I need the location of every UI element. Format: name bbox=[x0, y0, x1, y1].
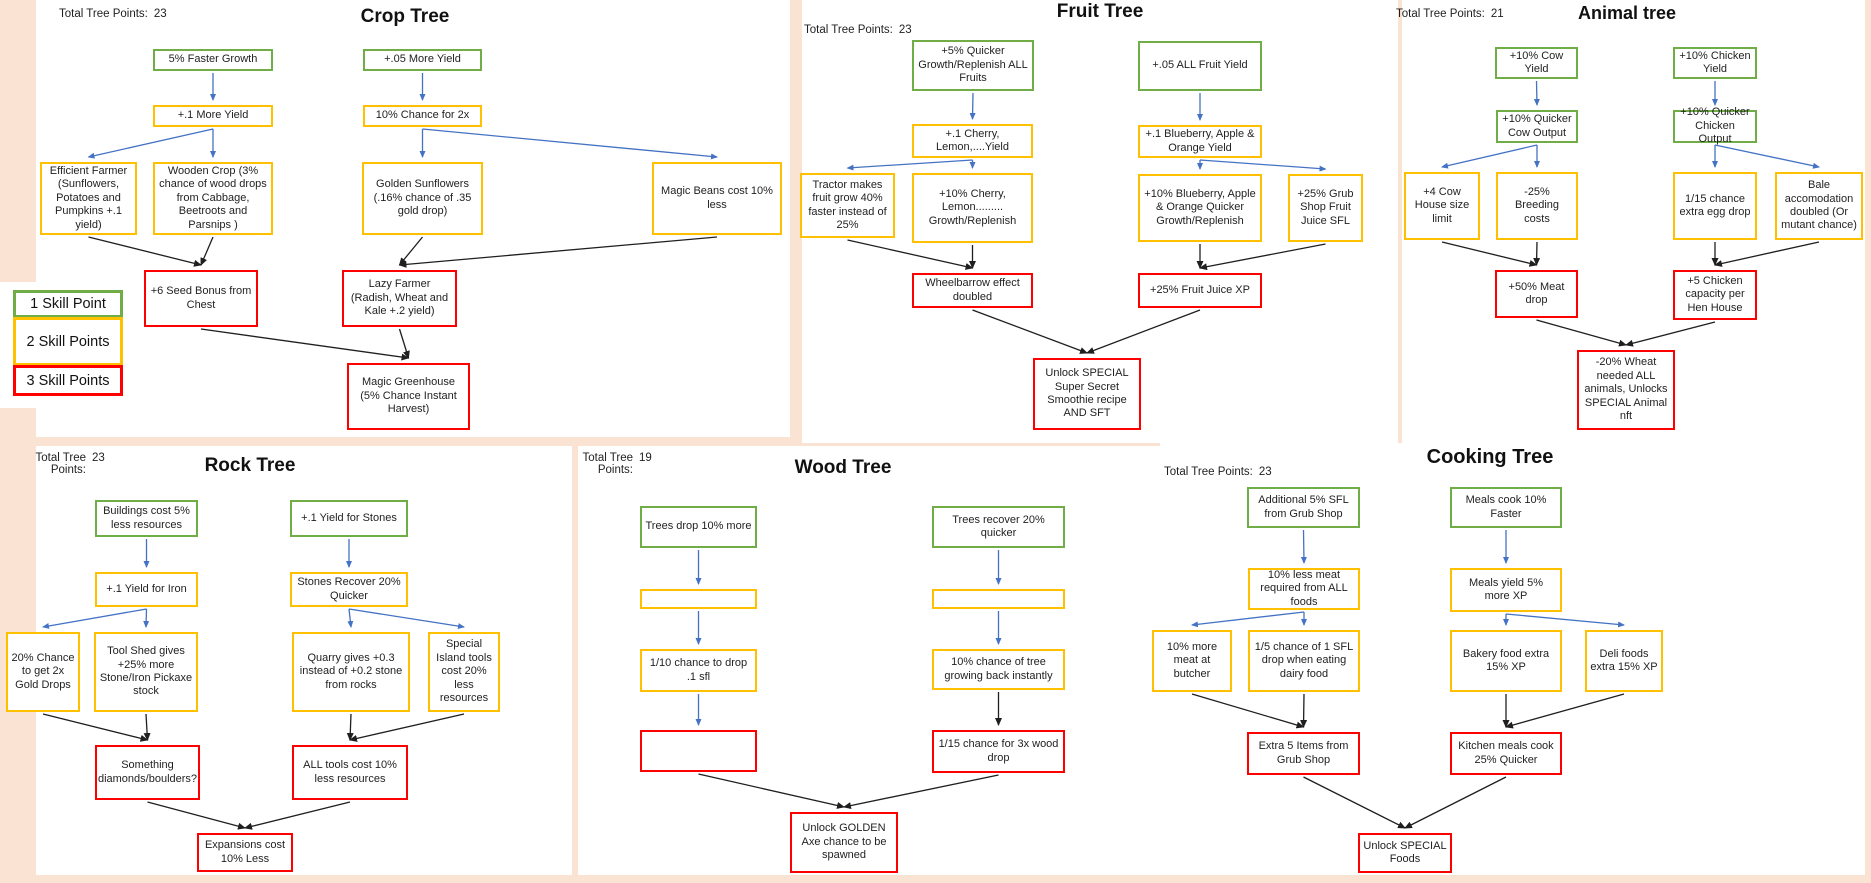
skill-node-wood_instant: 10% chance of tree growing back instantl… bbox=[932, 649, 1065, 690]
skill-node-fruit_wheel: Wheelbarrow effect doubled bbox=[912, 273, 1033, 308]
skill-node-cook_t1b: Meals cook 10% Faster bbox=[1450, 487, 1562, 528]
tree-points-value: 23 bbox=[153, 8, 167, 20]
skill-node-rock_exp: Expansions cost 10% Less bbox=[197, 833, 293, 872]
skill-node-an_t1a: +10% Cow Yield bbox=[1495, 47, 1578, 79]
skill-node-rock_t2a: +.1 Yield for Iron bbox=[95, 572, 198, 607]
skill-node-wood_red1 bbox=[640, 730, 757, 772]
tree-points-wood: Total Tree Points: 19 bbox=[575, 452, 652, 476]
skill-node-cook_deli: Deli foods extra 15% XP bbox=[1585, 630, 1663, 692]
skill-node-wood_axe: Unlock GOLDEN Axe chance to be spawned bbox=[790, 812, 898, 873]
skill-node-cook_special: Unlock SPECIAL Foods bbox=[1358, 833, 1452, 873]
skill-node-rock_shed: Tool Shed gives +25% more Stone/Iron Pic… bbox=[94, 632, 198, 712]
skill-node-fruit_grub: +25% Grub Shop Fruit Juice SFL bbox=[1288, 174, 1363, 242]
skill-node-fruit_cherry: +10% Cherry, Lemon......... Growth/Reple… bbox=[912, 173, 1033, 243]
tree-title-cooking: Cooking Tree bbox=[1426, 446, 1554, 468]
skill-node-crop_gold: Golden Sunflowers (.16% chance of .35 go… bbox=[362, 162, 483, 235]
skill-node-cook_t1a: Additional 5% SFL from Grub Shop bbox=[1247, 487, 1360, 528]
tree-title-fruit: Fruit Tree bbox=[1056, 1, 1144, 22]
skill-node-an_wheat: -20% Wheat needed ALL animals, Unlocks S… bbox=[1577, 350, 1675, 430]
skill-node-wood_mid1 bbox=[640, 589, 757, 609]
tree-points-label: Total Tree Points: bbox=[1164, 466, 1253, 478]
skill-node-an_t2b: +10% Quicker Chicken Output bbox=[1673, 106, 1757, 145]
skill-node-rock_quarry: Quarry gives +0.3 instead of +0.2 stone … bbox=[292, 632, 410, 712]
tree-title-crop: Crop Tree bbox=[360, 6, 450, 27]
tree-points-label: Total Tree Points: bbox=[582, 452, 634, 476]
tree-points-label: Total Tree Points: bbox=[59, 8, 148, 20]
skill-node-wood_sfl: 1/10 chance to drop .1 sfl bbox=[640, 649, 757, 692]
skill-node-fruit_unlock: Unlock SPECIAL Super Secret Smoothie rec… bbox=[1033, 358, 1141, 430]
tree-points-value: 23 bbox=[898, 24, 912, 36]
skill-node-fruit_t2b: +.1 Blueberry, Apple & Orange Yield bbox=[1138, 125, 1262, 158]
skill-node-fruit_tractor: Tractor makes fruit grow 40% faster inst… bbox=[800, 173, 895, 238]
skill-node-an_t1b: +10% Chicken Yield bbox=[1673, 47, 1757, 79]
skill-node-cook_xp: Meals yield 5% more XP bbox=[1450, 568, 1562, 612]
tree-points-crop: Total Tree Points: 23 bbox=[59, 8, 167, 20]
tree-title-animal: Animal tree bbox=[1577, 3, 1677, 23]
skill-node-crop_seed: +6 Seed Bonus from Chest bbox=[144, 270, 258, 327]
tree-points-animal: Total Tree Points: 21 bbox=[1396, 8, 1504, 20]
skill-node-an_meat: +50% Meat drop bbox=[1495, 270, 1578, 318]
skill-node-crop_lazy: Lazy Farmer (Radish, Wheat and Kale +.2 … bbox=[342, 270, 457, 327]
skill-node-wood_3x: 1/15 chance for 3x wood drop bbox=[932, 730, 1065, 773]
skill-node-crop_t1a: 5% Faster Growth bbox=[153, 49, 273, 71]
skill-node-crop_t2a: +.1 More Yield bbox=[153, 105, 273, 127]
skill-node-crop_wood: Wooden Crop (3% chance of wood drops fro… bbox=[153, 162, 273, 235]
skill-node-wood_t1a: Trees drop 10% more bbox=[640, 506, 757, 548]
tree-points-value: 23 bbox=[1258, 466, 1272, 478]
skill-node-an_t2a: +10% Quicker Cow Output bbox=[1496, 110, 1578, 143]
skill-node-cook_dairy: 1/5 chance of 1 SFL drop when eating dai… bbox=[1248, 630, 1360, 692]
skill-node-wood_t1b: Trees recover 20% quicker bbox=[932, 506, 1065, 548]
skill-node-crop_t2b: 10% Chance for 2x bbox=[363, 105, 482, 127]
tree-points-cooking: Total Tree Points: 23 bbox=[1164, 466, 1272, 478]
skill-node-an_hen: +5 Chicken capacity per Hen House bbox=[1673, 270, 1757, 320]
skill-node-cook_grub5: Extra 5 Items from Grub Shop bbox=[1247, 732, 1360, 775]
skill-node-rock_diamond: Something diamonds/boulders? bbox=[95, 745, 200, 800]
tree-points-label: Total Tree Points: bbox=[804, 24, 893, 36]
tree-title-rock: Rock Tree bbox=[204, 455, 296, 476]
skill-node-an_cowhouse: +4 Cow House size limit bbox=[1404, 172, 1480, 240]
skill-node-rock_island: Special Island tools cost 20% less resou… bbox=[428, 632, 500, 712]
skill-node-cook_butcher: 10% more meat at butcher bbox=[1152, 630, 1232, 692]
tree-points-value: 23 bbox=[92, 452, 105, 464]
skill-node-rock_gold: 20% Chance to get 2x Gold Drops bbox=[6, 632, 80, 712]
skill-node-rock_t1b: +.1 Yield for Stones bbox=[290, 500, 408, 537]
skill-node-crop_green: Magic Greenhouse (5% Chance Instant Harv… bbox=[347, 363, 470, 430]
skill-node-fruit_t1a: +5% Quicker Growth/Replenish ALL Fruits bbox=[912, 40, 1034, 91]
skill-node-an_bale: Bale accomodation doubled (Or mutant cha… bbox=[1775, 172, 1863, 240]
legend-item-3-skill-points: 3 Skill Points bbox=[13, 365, 123, 396]
legend-item-1-skill-point: 1 Skill Point bbox=[13, 290, 123, 318]
skill-node-fruit_t2a: +.1 Cherry, Lemon,....Yield bbox=[912, 124, 1033, 158]
skill-node-an_breed: -25% Breeding costs bbox=[1496, 172, 1578, 240]
skill-node-cook_kitchen: Kitchen meals cook 25% Quicker bbox=[1450, 732, 1562, 775]
tree-points-value: 19 bbox=[639, 452, 652, 464]
skill-node-fruit_xp: +25% Fruit Juice XP bbox=[1138, 273, 1262, 308]
tree-points-fruit: Total Tree Points: 23 bbox=[804, 24, 912, 36]
skill-node-an_egg: 1/15 chance extra egg drop bbox=[1673, 172, 1757, 240]
skill-node-cook_bakery: Bakery food extra 15% XP bbox=[1450, 630, 1562, 692]
skill-node-crop_beans: Magic Beans cost 10% less bbox=[652, 162, 782, 235]
skill-node-rock_t1a: Buildings cost 5% less resources bbox=[95, 500, 198, 537]
skill-node-crop_eff: Efficient Farmer (Sunflowers, Potatoes a… bbox=[40, 162, 137, 235]
skill-node-wood_mid2 bbox=[932, 589, 1065, 609]
tree-points-rock: Total Tree Points: 23 bbox=[28, 452, 105, 476]
skill-node-cook_meat: 10% less meat required from ALL foods bbox=[1248, 568, 1360, 610]
skill-node-crop_t1b: +.05 More Yield bbox=[363, 49, 482, 71]
skill-node-rock_t2b: Stones Recover 20% Quicker bbox=[290, 572, 408, 607]
tree-title-wood: Wood Tree bbox=[794, 457, 892, 478]
tree-points-label: Total Tree Points: bbox=[35, 452, 87, 476]
tree-points-label: Total Tree Points: bbox=[1396, 8, 1485, 20]
legend-item-2-skill-points: 2 Skill Points bbox=[13, 317, 123, 366]
skill-node-fruit_t1b: +.05 ALL Fruit Yield bbox=[1138, 41, 1262, 91]
skill-node-rock_tools: ALL tools cost 10% less resources bbox=[292, 745, 408, 800]
skill-node-fruit_blue: +10% Blueberry, Apple & Orange Quicker G… bbox=[1138, 174, 1262, 242]
tree-points-value: 21 bbox=[1490, 8, 1504, 20]
